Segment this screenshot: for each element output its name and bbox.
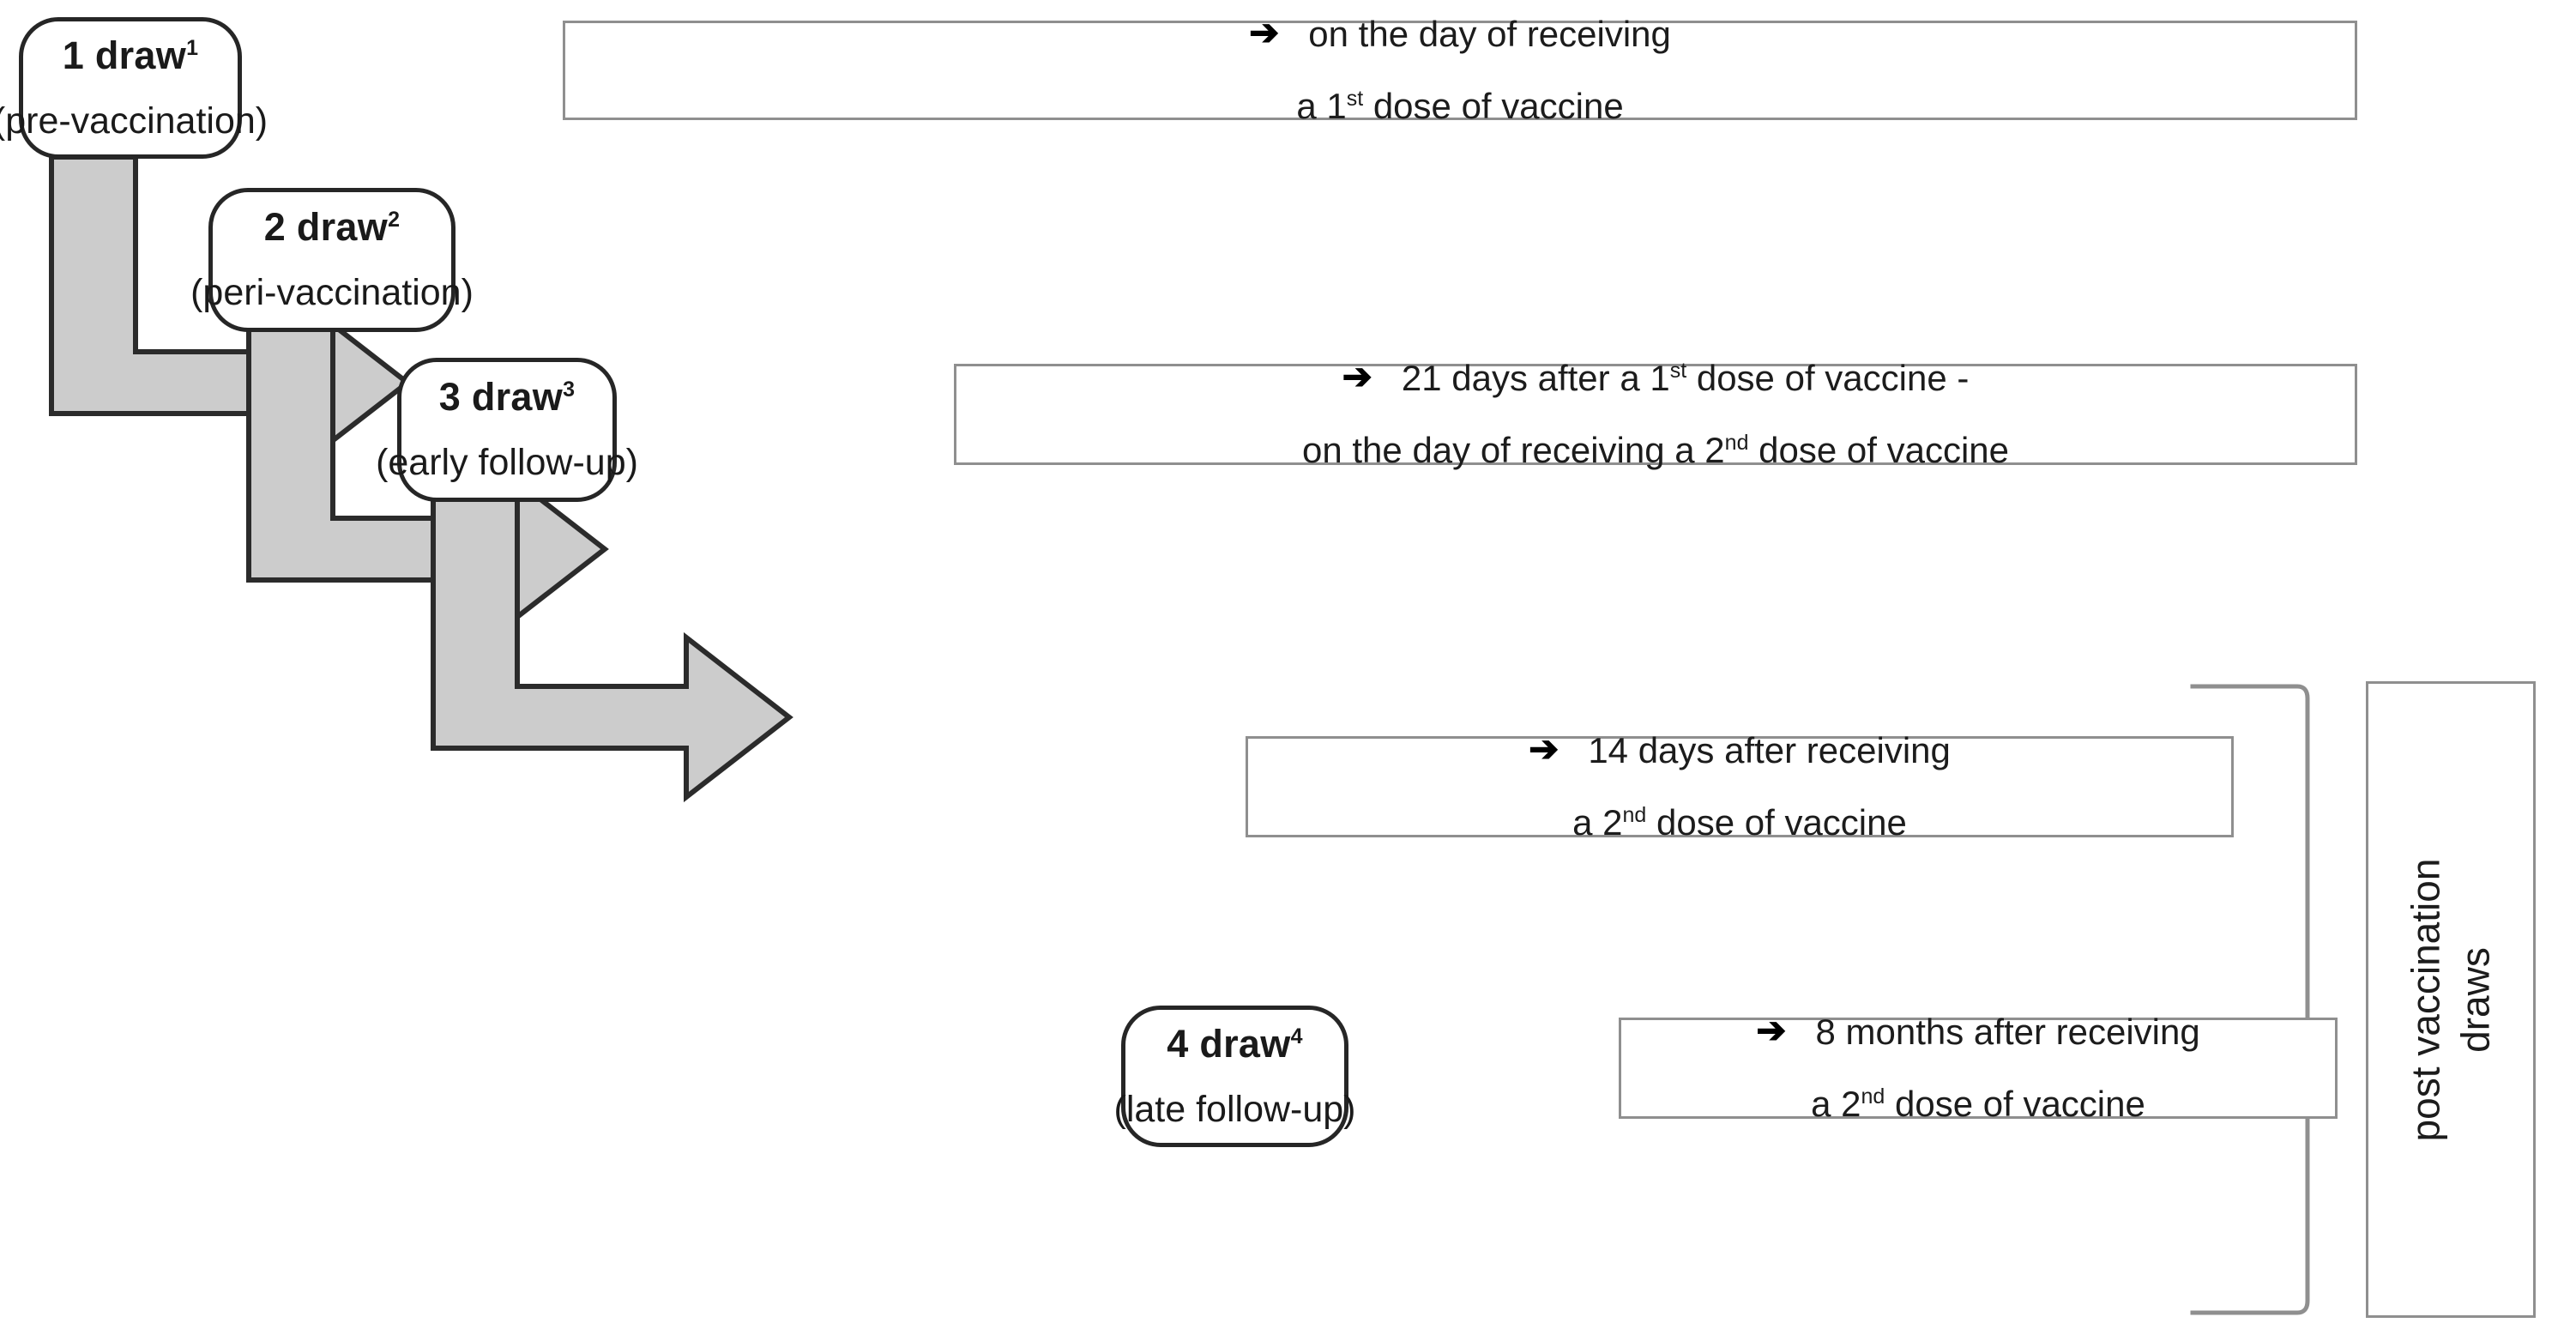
draw-box-3[interactable]: 3 draw3 (early follow-up) (376, 358, 638, 502)
description-box-4-line-1: ➔8 months after receiving (1756, 1010, 2200, 1053)
side-label-line-1: post vaccination (2403, 858, 2448, 1141)
post-vaccination-bracket (2190, 684, 2310, 1315)
description-box-2-line-2: on the day of receiving a 2nd dose of va… (1302, 430, 2009, 470)
connector-arrow-draw3-to-draw4 (431, 489, 793, 803)
description-box-2: ➔21 days after a 1st dose of vaccine - o… (954, 356, 2357, 470)
side-label-line-2: draws (2452, 946, 2497, 1053)
post-vaccination-draws-label: post vaccination draws (2402, 858, 2501, 1141)
draw-box-1-subtitle: (pre-vaccination) (0, 100, 268, 142)
draw-box-2-title: 2 draw2 (263, 205, 401, 250)
description-box-3-line-1: ➔14 days after receiving (1529, 728, 1951, 771)
draw-box-4[interactable]: 4 draw4 (late follow-up) (1114, 1006, 1356, 1147)
arrow-bullet-icon: ➔ (1529, 728, 1559, 770)
post-vaccination-draws-label-box: post vaccination draws (2366, 681, 2536, 1318)
draw-box-1-title: 1 draw1 (62, 33, 199, 77)
draw-box-1[interactable]: 1 draw1 (pre-vaccination) (0, 17, 268, 159)
description-box-1-line-2: a 1st dose of vaccine (1296, 86, 1624, 126)
draw-box-2[interactable]: 2 draw2 (peri-vaccination) (190, 188, 474, 332)
description-box-2-line-1: ➔21 days after a 1st dose of vaccine - (1342, 356, 1970, 399)
description-box-1-line-1: ➔on the day of receiving (1249, 12, 1671, 55)
draw-box-3-title: 3 draw3 (438, 375, 576, 420)
description-box-1: ➔on the day of receiving a 1st dose of v… (563, 12, 2357, 126)
description-box-3-line-2: a 2nd dose of vaccine (1572, 802, 1907, 843)
description-box-4: ➔8 months after receiving a 2nd dose of … (1619, 1010, 2338, 1124)
arrow-bullet-icon: ➔ (1756, 1010, 1787, 1051)
arrow-bullet-icon: ➔ (1342, 356, 1372, 397)
description-box-3: ➔14 days after receiving a 2nd dose of v… (1246, 728, 2234, 843)
arrow-bullet-icon: ➔ (1249, 12, 1280, 53)
draw-box-3-subtitle: (early follow-up) (376, 442, 638, 484)
draw-box-2-subtitle: (peri-vaccination) (190, 272, 474, 314)
description-box-4-line-2: a 2nd dose of vaccine (1811, 1084, 2145, 1124)
draw-box-4-subtitle: (late follow-up) (1113, 1088, 1356, 1130)
draw-box-4-title: 4 draw4 (1167, 1021, 1303, 1066)
